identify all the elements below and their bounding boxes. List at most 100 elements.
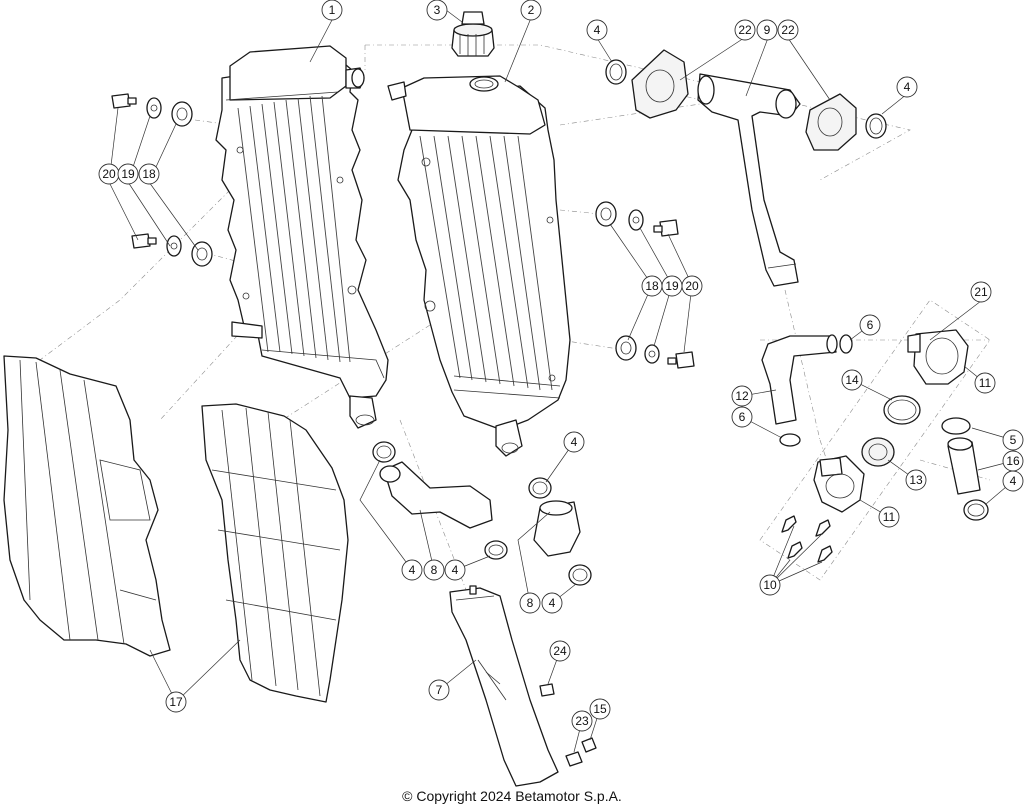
callout-11: 11 bbox=[878, 506, 900, 528]
svg-text:18: 18 bbox=[142, 167, 156, 181]
callout-4: 4 bbox=[586, 19, 608, 41]
svg-text:11: 11 bbox=[979, 376, 992, 390]
svg-text:22: 22 bbox=[738, 23, 752, 37]
svg-text:4: 4 bbox=[549, 596, 556, 610]
callout-14: 14 bbox=[841, 369, 863, 391]
svg-text:8: 8 bbox=[527, 596, 534, 610]
hose-clamp bbox=[865, 113, 887, 139]
fastener-sets bbox=[111, 93, 695, 369]
callout-4: 4 bbox=[401, 559, 423, 581]
svg-text:17: 17 bbox=[169, 695, 183, 709]
mounting-plates bbox=[631, 49, 857, 151]
callout-8: 8 bbox=[519, 592, 541, 614]
radiator-grille bbox=[201, 403, 349, 703]
svg-text:4: 4 bbox=[904, 80, 911, 94]
hose-clamp bbox=[372, 441, 396, 463]
svg-text:6: 6 bbox=[739, 410, 746, 424]
callout-4: 4 bbox=[896, 76, 918, 98]
part-callouts: 1 2 3 4 22 9 22 4 20 19 18 20 19 18 18 1… bbox=[98, 0, 1024, 732]
hose-8-curved bbox=[379, 461, 493, 529]
callout-12: 12 bbox=[731, 385, 753, 407]
svg-text:14: 14 bbox=[845, 373, 859, 387]
hose-clamp bbox=[568, 564, 592, 586]
callout-13: 13 bbox=[905, 469, 927, 491]
svg-text:5: 5 bbox=[1010, 433, 1017, 447]
callout-18: 18 bbox=[138, 163, 160, 185]
washer bbox=[628, 209, 644, 231]
hose-clamp bbox=[605, 59, 627, 85]
callout-22: 22 bbox=[734, 19, 756, 41]
callout-8: 8 bbox=[423, 559, 445, 581]
svg-text:24: 24 bbox=[553, 644, 567, 658]
washer bbox=[644, 344, 660, 364]
callout-17: 17 bbox=[165, 691, 187, 713]
screw bbox=[653, 219, 679, 237]
screw bbox=[131, 233, 157, 249]
hose-12 bbox=[761, 334, 838, 425]
callout-18: 18 bbox=[641, 275, 663, 297]
svg-text:11: 11 bbox=[883, 510, 896, 524]
svg-text:4: 4 bbox=[571, 435, 578, 449]
left-radiator bbox=[215, 45, 389, 429]
svg-text:4: 4 bbox=[594, 23, 601, 37]
hose-clamp bbox=[963, 499, 989, 521]
callout-5: 5 bbox=[1002, 429, 1024, 451]
svg-text:19: 19 bbox=[665, 279, 679, 293]
screws-10 bbox=[781, 515, 833, 563]
callout-4: 4 bbox=[563, 431, 585, 453]
svg-text:8: 8 bbox=[431, 563, 438, 577]
callout-24: 24 bbox=[549, 640, 571, 662]
svg-text:2: 2 bbox=[528, 3, 535, 17]
svg-text:18: 18 bbox=[645, 279, 659, 293]
hose-clamps bbox=[372, 59, 989, 586]
screw bbox=[111, 93, 137, 109]
svg-text:1: 1 bbox=[329, 3, 336, 17]
callout-4: 4 bbox=[1002, 470, 1024, 492]
svg-text:13: 13 bbox=[909, 473, 923, 487]
svg-text:22: 22 bbox=[781, 23, 795, 37]
callout-15: 15 bbox=[589, 698, 611, 720]
svg-text:4: 4 bbox=[452, 563, 459, 577]
callout-21: 21 bbox=[970, 281, 992, 303]
svg-text:12: 12 bbox=[735, 389, 749, 403]
radiator-cap bbox=[451, 11, 495, 57]
callout-4: 4 bbox=[444, 559, 466, 581]
svg-text:10: 10 bbox=[763, 578, 777, 592]
grommet bbox=[595, 201, 617, 227]
callout-10: 10 bbox=[759, 574, 781, 596]
callout-4-extra: 4 bbox=[541, 592, 563, 614]
svg-text:20: 20 bbox=[685, 279, 699, 293]
hose-clamp bbox=[941, 417, 971, 435]
thermostat-assembly bbox=[813, 329, 969, 513]
copyright-notice: © Copyright 2024 Betamotor S.p.A. bbox=[402, 788, 622, 804]
washer bbox=[146, 97, 162, 119]
hose-16 bbox=[947, 437, 981, 495]
svg-text:4: 4 bbox=[409, 563, 416, 577]
svg-text:9: 9 bbox=[764, 23, 771, 37]
washer bbox=[166, 235, 182, 257]
svg-text:23: 23 bbox=[575, 714, 589, 728]
callout-20: 20 bbox=[681, 275, 703, 297]
right-radiator bbox=[387, 75, 571, 457]
coolant-reservoir bbox=[449, 585, 559, 787]
svg-text:19: 19 bbox=[121, 167, 135, 181]
grommet bbox=[615, 335, 637, 361]
grommet bbox=[171, 101, 193, 127]
svg-text:6: 6 bbox=[867, 318, 874, 332]
callout-19: 19 bbox=[661, 275, 683, 297]
hose-clamp bbox=[484, 540, 508, 560]
svg-text:15: 15 bbox=[593, 702, 607, 716]
svg-text:20: 20 bbox=[102, 167, 116, 181]
svg-text:3: 3 bbox=[434, 3, 441, 17]
grommet bbox=[191, 241, 213, 267]
radiator-shroud-left bbox=[3, 355, 171, 657]
hose-clamp bbox=[839, 334, 853, 354]
svg-text:4: 4 bbox=[1010, 474, 1017, 488]
callout-20: 20 bbox=[98, 163, 120, 185]
svg-text:7: 7 bbox=[436, 683, 443, 697]
callout-11: 11 bbox=[974, 372, 996, 394]
svg-text:16: 16 bbox=[1006, 454, 1020, 468]
reservoir-fasteners bbox=[539, 683, 597, 767]
callout-9: 9 bbox=[756, 19, 778, 41]
